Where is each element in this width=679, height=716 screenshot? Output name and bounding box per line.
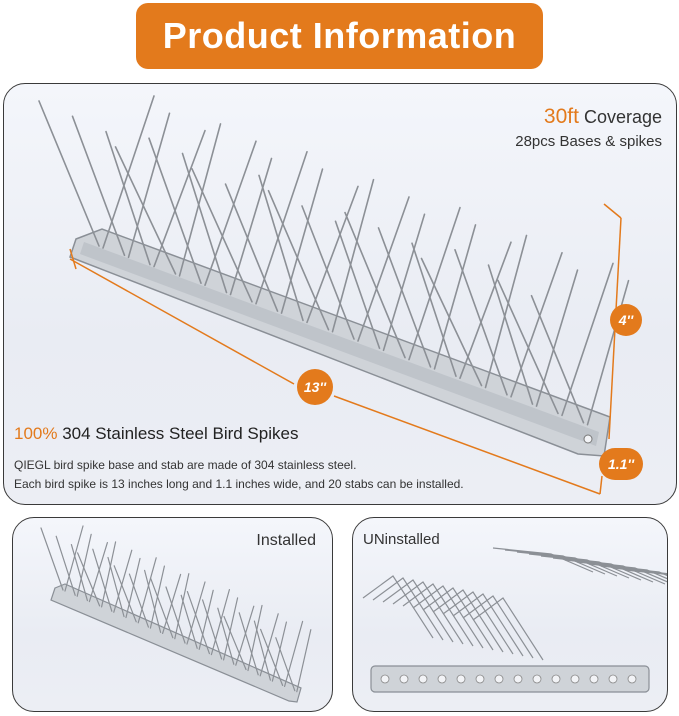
installed-label: Installed — [256, 532, 316, 549]
material-description: QIEGL bird spike base and stab are made … — [14, 456, 464, 494]
main-product-panel: 30ft Coverage 28pcs Bases & spikes 4'' 1… — [3, 83, 677, 505]
coverage-detail: 28pcs Bases & spikes — [515, 133, 662, 150]
installed-spike-illustration — [40, 525, 312, 703]
uninstalled-parts-illustration — [362, 547, 667, 693]
coverage-length: 30ft — [543, 105, 579, 128]
installed-panel: Installed — [12, 517, 333, 712]
material-label: 304 Stainless Steel Bird Spikes — [62, 424, 299, 443]
description-line: QIEGL bird spike base and stab are made … — [14, 458, 357, 472]
coverage-label: Coverage — [583, 107, 662, 127]
bird-spike-illustration — [38, 95, 630, 495]
length-badge: 13'' — [297, 369, 333, 405]
height-badge: 4'' — [610, 304, 642, 336]
uninstalled-label: UNinstalled — [363, 531, 440, 548]
page-title: Product Information — [136, 3, 543, 69]
coverage-info: 30ft Coverage 28pcs Bases & spikes — [515, 105, 662, 150]
width-badge: 1.1'' — [599, 448, 643, 480]
uninstalled-panel: UNinstalled — [352, 517, 668, 712]
material-percent: 100% — [14, 424, 58, 443]
material-headline: 100% 304 Stainless Steel Bird Spikes — [14, 424, 298, 444]
description-line: Each bird spike is 13 inches long and 1.… — [14, 477, 464, 491]
